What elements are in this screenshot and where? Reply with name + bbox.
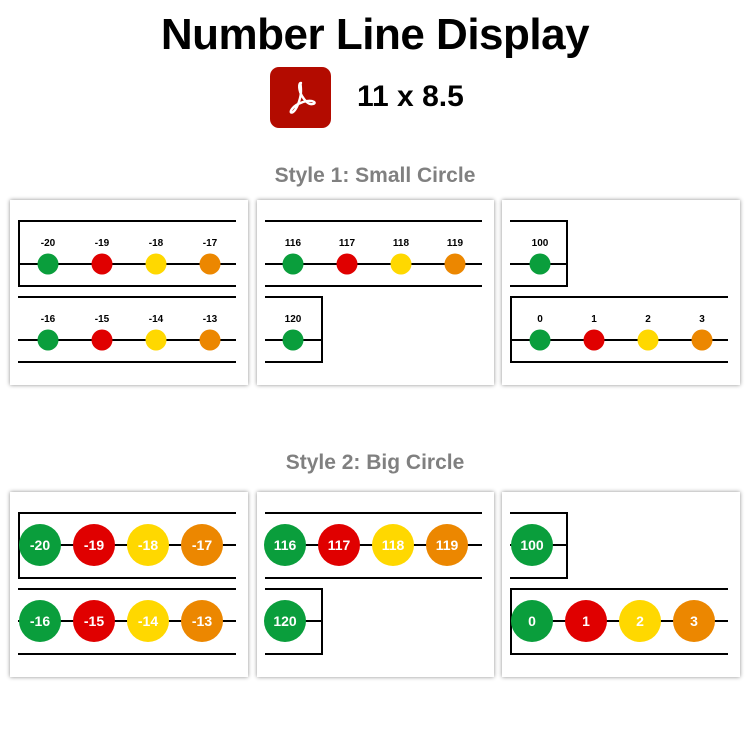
number-label: -18: [138, 537, 158, 553]
number-marker: 117: [318, 524, 360, 566]
number-label: 116: [285, 238, 302, 249]
number-line-panel: 100 0 1 2 3: [502, 492, 740, 677]
number-marker: 1: [583, 314, 605, 351]
number-marker: -18: [145, 238, 167, 275]
number-marker: -19: [91, 238, 113, 275]
number-label: -20: [41, 238, 56, 249]
section-title-style-1: Style 1: Small Circle: [274, 164, 476, 187]
page-title: Number Line Display: [160, 10, 590, 59]
number-label: 119: [436, 537, 459, 553]
number-marker: 116: [282, 238, 304, 275]
number-marker: 0: [529, 314, 551, 351]
number-label: 117: [328, 537, 351, 553]
number-marker: -15: [91, 314, 113, 351]
number-marker: -14: [145, 314, 167, 351]
number-label: -19: [95, 238, 110, 249]
number-label: 2: [645, 314, 651, 325]
number-marker: 3: [691, 314, 713, 351]
number-label: 2: [636, 613, 644, 629]
number-label: -13: [203, 314, 218, 325]
adobe-pdf-icon: [270, 66, 331, 128]
number-label: -15: [84, 613, 104, 629]
number-label: -17: [192, 537, 212, 553]
number-marker: 118: [390, 238, 412, 275]
number-marker: 120: [282, 314, 304, 351]
number-marker: -20: [37, 238, 59, 275]
file-info: 11 x 8.5: [270, 66, 464, 128]
number-label: 118: [393, 238, 410, 249]
number-marker: -17: [199, 238, 221, 275]
page-size-label: 11 x 8.5: [357, 80, 464, 113]
number-marker: 2: [637, 314, 659, 351]
number-marker: -13: [181, 600, 223, 642]
number-marker: 119: [426, 524, 468, 566]
number-marker: 100: [529, 238, 551, 275]
number-label: -13: [192, 613, 212, 629]
number-label: -20: [30, 537, 50, 553]
number-label: 1: [582, 613, 590, 629]
number-label: 3: [690, 613, 698, 629]
number-label: -19: [84, 537, 104, 553]
number-marker: -16: [37, 314, 59, 351]
section-title-style-2: Style 2: Big Circle: [285, 451, 465, 474]
number-marker: 100: [511, 524, 553, 566]
number-label: -16: [30, 613, 50, 629]
number-marker: -16: [19, 600, 61, 642]
number-line-panel: 116 117 118 119 120: [257, 492, 494, 677]
number-label: 120: [285, 314, 302, 325]
number-marker: -15: [73, 600, 115, 642]
number-label: 118: [382, 537, 405, 553]
number-marker: 118: [372, 524, 414, 566]
number-label: 100: [520, 537, 544, 553]
number-marker: -18: [127, 524, 169, 566]
number-label: 1: [591, 314, 597, 325]
number-line-panel: 100 0 1 2 3: [502, 200, 740, 385]
number-line-panel: 116 117 118 119 120: [257, 200, 494, 385]
number-marker: 0: [511, 600, 553, 642]
number-label: -14: [149, 314, 164, 325]
number-marker: -17: [181, 524, 223, 566]
number-marker: -14: [127, 600, 169, 642]
number-label: 0: [537, 314, 543, 325]
number-line-panel: -20 -19 -18 -17 -16 -15 -14 -13: [10, 492, 248, 677]
number-label: -16: [41, 314, 56, 325]
number-label: -17: [203, 238, 218, 249]
number-label: 0: [528, 613, 536, 629]
number-line-panel: -20 -19 -18 -17 -16 -15 -14 -13: [10, 200, 248, 385]
number-marker: 116: [264, 524, 306, 566]
number-marker: -13: [199, 314, 221, 351]
number-label: -15: [95, 314, 110, 325]
number-marker: 3: [673, 600, 715, 642]
number-label: 116: [274, 537, 297, 553]
number-label: 100: [532, 238, 549, 249]
number-marker: -19: [73, 524, 115, 566]
number-marker: 1: [565, 600, 607, 642]
number-label: 120: [273, 613, 297, 629]
number-label: 119: [447, 238, 464, 249]
number-marker: 120: [264, 600, 306, 642]
number-label: -14: [138, 613, 158, 629]
number-label: 3: [699, 314, 705, 325]
number-marker: 119: [444, 238, 466, 275]
number-marker: 117: [336, 238, 358, 275]
number-marker: -20: [19, 524, 61, 566]
number-label: -18: [149, 238, 164, 249]
number-marker: 2: [619, 600, 661, 642]
number-label: 117: [339, 238, 356, 249]
